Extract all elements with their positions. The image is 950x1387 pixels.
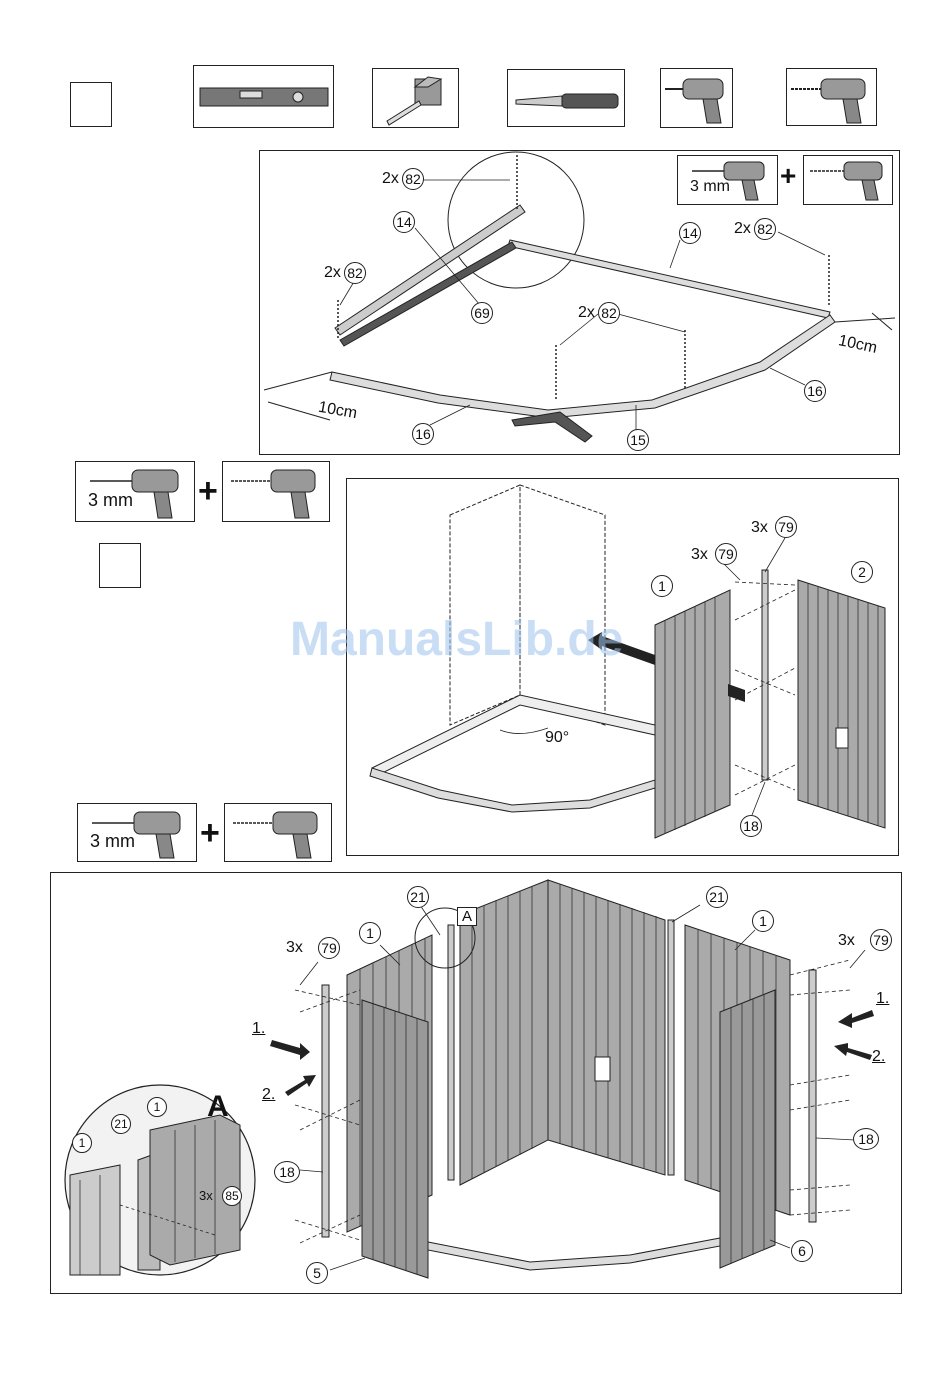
step3-detail-a-marker: A [457, 907, 477, 926]
step3-part-79-right: 79 [870, 929, 892, 951]
step3-qty-left: 3x [286, 939, 303, 957]
step3-part-1-right: 1 [752, 910, 774, 932]
step3-order-1-right: 1. [876, 990, 889, 1008]
step3-part-79-left: 79 [318, 937, 340, 959]
step3-part-21-right: 21 [706, 886, 728, 908]
step3-part-1-left: 1 [359, 922, 381, 944]
step3-detail-a-label: A [207, 1090, 229, 1124]
step3-part-18-right: 18 [853, 1128, 879, 1150]
step3-order-2-left: 2. [262, 1086, 275, 1104]
step3-detail-part-21: 21 [111, 1114, 131, 1134]
step3-order-1-left: 1. [252, 1020, 265, 1038]
step3-detail-part-1-top: 1 [147, 1097, 167, 1117]
step3-qty-right: 3x [838, 932, 855, 950]
step3-order-2-right: 2. [872, 1048, 885, 1066]
step3-detail-qty: 3x [199, 1188, 213, 1203]
step3-part-21-left: 21 [407, 886, 429, 908]
step3-detail-part-1-left: 1 [72, 1133, 92, 1153]
step3-part-18-left: 18 [274, 1161, 300, 1183]
step3-part-5: 5 [306, 1262, 328, 1284]
step3-detail-part-85: 85 [222, 1186, 242, 1206]
step3-part-6: 6 [791, 1240, 813, 1262]
